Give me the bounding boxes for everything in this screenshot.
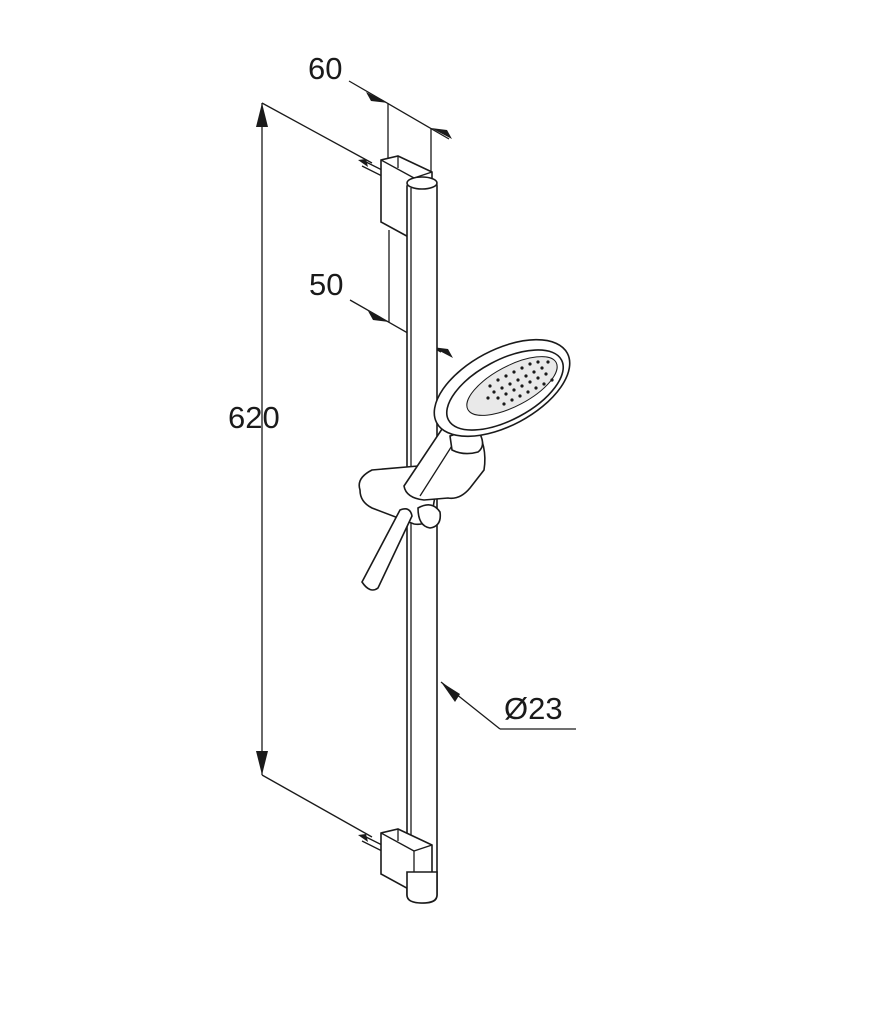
slider-holder [358,465,442,591]
width-dimension: 60 [308,51,452,178]
width-label: 60 [308,51,342,86]
spray-nozzles [486,360,554,406]
shower-rail [406,176,438,904]
diameter-label: Ø23 [504,691,563,726]
hand-shower [403,338,571,501]
diameter-dimension: Ø23 [440,681,576,730]
bottom-wall-bracket [380,828,438,904]
depth-label: 50 [309,267,343,302]
bottom-wall-screw [358,834,383,852]
height-label: 620 [228,400,280,435]
top-wall-screw [358,159,383,177]
height-dimension: 620 [228,102,373,838]
